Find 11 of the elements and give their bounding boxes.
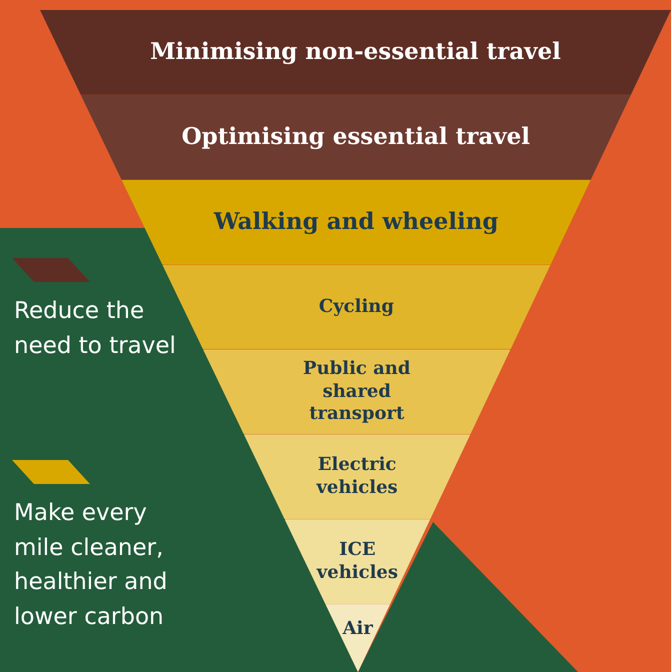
band-label: Optimising essential travel: [182, 122, 530, 152]
band-label: Cycling: [318, 296, 394, 318]
band-label: Public and shared transport: [302, 358, 412, 426]
band-label: ICE vehicles: [315, 539, 400, 584]
legend-label: Reduce the need to travel: [14, 297, 177, 360]
band-label: Air: [342, 618, 373, 640]
band-label: Minimising non-essential travel: [150, 38, 561, 67]
band-label: Walking and wheeling: [214, 208, 498, 237]
pyramid-band: [40, 10, 671, 95]
band-label: Electric vehicles: [315, 454, 399, 500]
legend-label: Make every mile cleaner, healthier and lower carbon: [14, 499, 168, 632]
